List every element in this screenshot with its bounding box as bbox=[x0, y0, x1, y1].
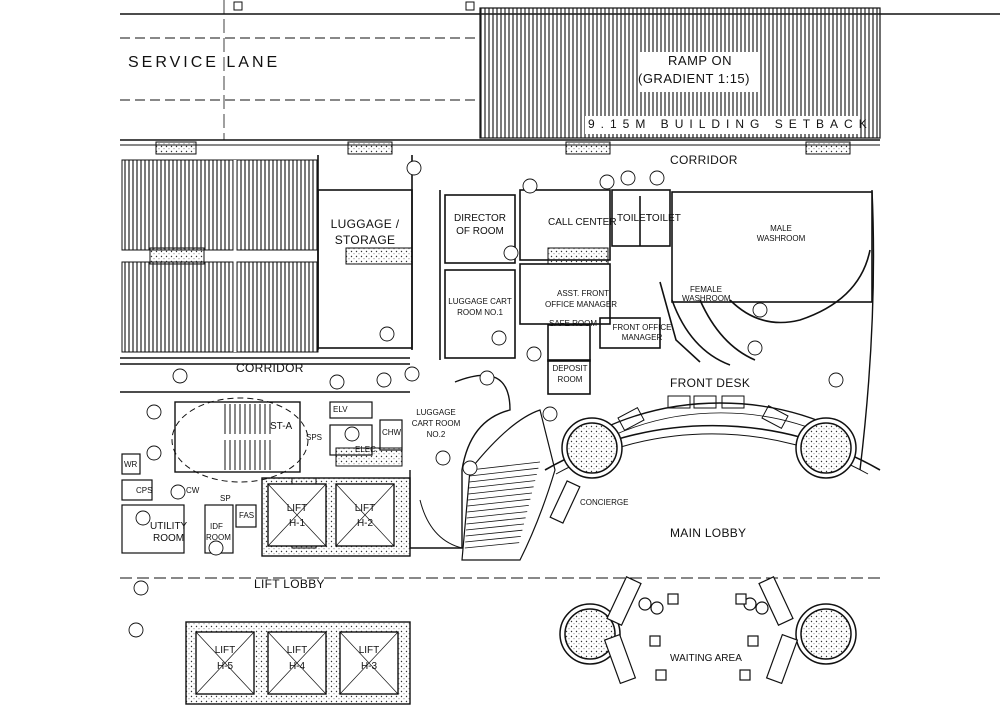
label-male-2: WASHROOM bbox=[756, 234, 806, 243]
label-director-1: DIRECTOR bbox=[453, 213, 507, 224]
label-cps: CPS bbox=[136, 486, 153, 495]
label-toilet-1: TOILET bbox=[617, 213, 652, 224]
label-utility-1: UTILITY bbox=[150, 521, 188, 532]
label-luggage-cart1-2: ROOM NO.1 bbox=[457, 308, 503, 317]
label-fas: FAS bbox=[239, 511, 255, 520]
label-elec: ELEC bbox=[355, 445, 376, 454]
label-idf-1: IDF bbox=[210, 522, 223, 531]
label-luggage-storage-1: LUGGAGE / bbox=[330, 217, 400, 231]
label-lift-h1-1: LIFT bbox=[286, 503, 308, 514]
label-lift-lobby: LIFT LOBBY bbox=[254, 577, 325, 591]
walls bbox=[120, 155, 873, 395]
label-wr: WR bbox=[124, 460, 138, 469]
label-asst-1: ASST. FRONT bbox=[556, 289, 609, 298]
east-curved-wall bbox=[859, 189, 875, 471]
label-safe-room: SAFE ROOM bbox=[549, 319, 598, 328]
label-lift-h1-2: H-1 bbox=[288, 518, 306, 529]
label-cw: CW bbox=[186, 486, 200, 495]
concierge-desk bbox=[549, 480, 581, 524]
label-lift-h5-2: H-5 bbox=[216, 661, 234, 672]
label-asst-2: OFFICE MANAGER bbox=[544, 300, 617, 309]
label-luggage-cart1-1: LUGGAGE CART bbox=[448, 297, 512, 306]
lift-core-lower bbox=[185, 621, 411, 705]
label-male-1: MALE bbox=[770, 224, 792, 233]
label-chw: CHW bbox=[382, 428, 402, 437]
label-setback: 9.15M BUILDING SETBACK bbox=[588, 117, 873, 131]
label-concierge: CONCIERGE bbox=[580, 498, 629, 507]
ramp bbox=[479, 7, 881, 139]
label-front-desk: FRONT DESK bbox=[670, 376, 751, 390]
label-call-center: CALL CENTER bbox=[548, 217, 617, 228]
label-idf-2: ROOM bbox=[206, 533, 231, 542]
label-lift-h3-2: H-3 bbox=[360, 661, 378, 672]
reference-tags bbox=[128, 160, 844, 638]
lift-core-upper bbox=[261, 477, 411, 557]
label-front-office-2: MANAGER bbox=[621, 333, 663, 342]
label-st-a: ST-A bbox=[270, 421, 293, 432]
label-lift-h5-1: LIFT bbox=[214, 645, 236, 656]
label-female-2: WASHROOM bbox=[682, 294, 731, 303]
label-main-lobby: MAIN LOBBY bbox=[670, 526, 747, 540]
label-luggage-cart2-2: CART ROOM bbox=[411, 419, 461, 428]
label-ramp-line2: (GRADIENT 1:15) bbox=[637, 71, 750, 86]
hatched-block bbox=[121, 159, 319, 353]
label-toilet-2: TOILET bbox=[646, 213, 681, 224]
round-columns bbox=[559, 417, 857, 665]
label-female-1: FEMALE bbox=[689, 285, 722, 294]
label-utility-2: ROOM bbox=[153, 533, 185, 544]
label-deposit-2: ROOM bbox=[557, 375, 583, 384]
label-corridor-left: CORRIDOR bbox=[236, 361, 304, 375]
label-director-2: OF ROOM bbox=[456, 226, 504, 237]
label-lift-h2-2: H-2 bbox=[356, 518, 374, 529]
label-luggage-storage-2: STORAGE bbox=[334, 233, 396, 247]
label-ramp-line1: RAMP ON bbox=[668, 53, 732, 68]
label-front-office-1: FRONT OFFICE bbox=[612, 323, 672, 332]
label-lift-h2-1: LIFT bbox=[354, 503, 376, 514]
label-service-lane: SERVICE LANE bbox=[128, 54, 281, 71]
waiting-furniture bbox=[603, 575, 799, 685]
label-luggage-cart2-1: LUGGAGE bbox=[416, 408, 456, 417]
label-lift-h4-1: LIFT bbox=[286, 645, 308, 656]
label-luggage-cart2-3: NO.2 bbox=[426, 430, 446, 439]
label-corridor-top: CORRIDOR bbox=[670, 153, 738, 167]
label-lift-h3-1: LIFT bbox=[358, 645, 380, 656]
label-sp: SP bbox=[220, 494, 231, 503]
label-deposit-1: DEPOSIT bbox=[552, 364, 588, 373]
label-sps: SPS bbox=[306, 433, 323, 442]
stairs bbox=[409, 374, 556, 561]
stair-st-a bbox=[171, 397, 309, 483]
label-elv: ELV bbox=[333, 405, 348, 414]
label-lift-h4-2: H-4 bbox=[288, 661, 306, 672]
label-waiting-area: WAITING AREA bbox=[670, 653, 742, 664]
